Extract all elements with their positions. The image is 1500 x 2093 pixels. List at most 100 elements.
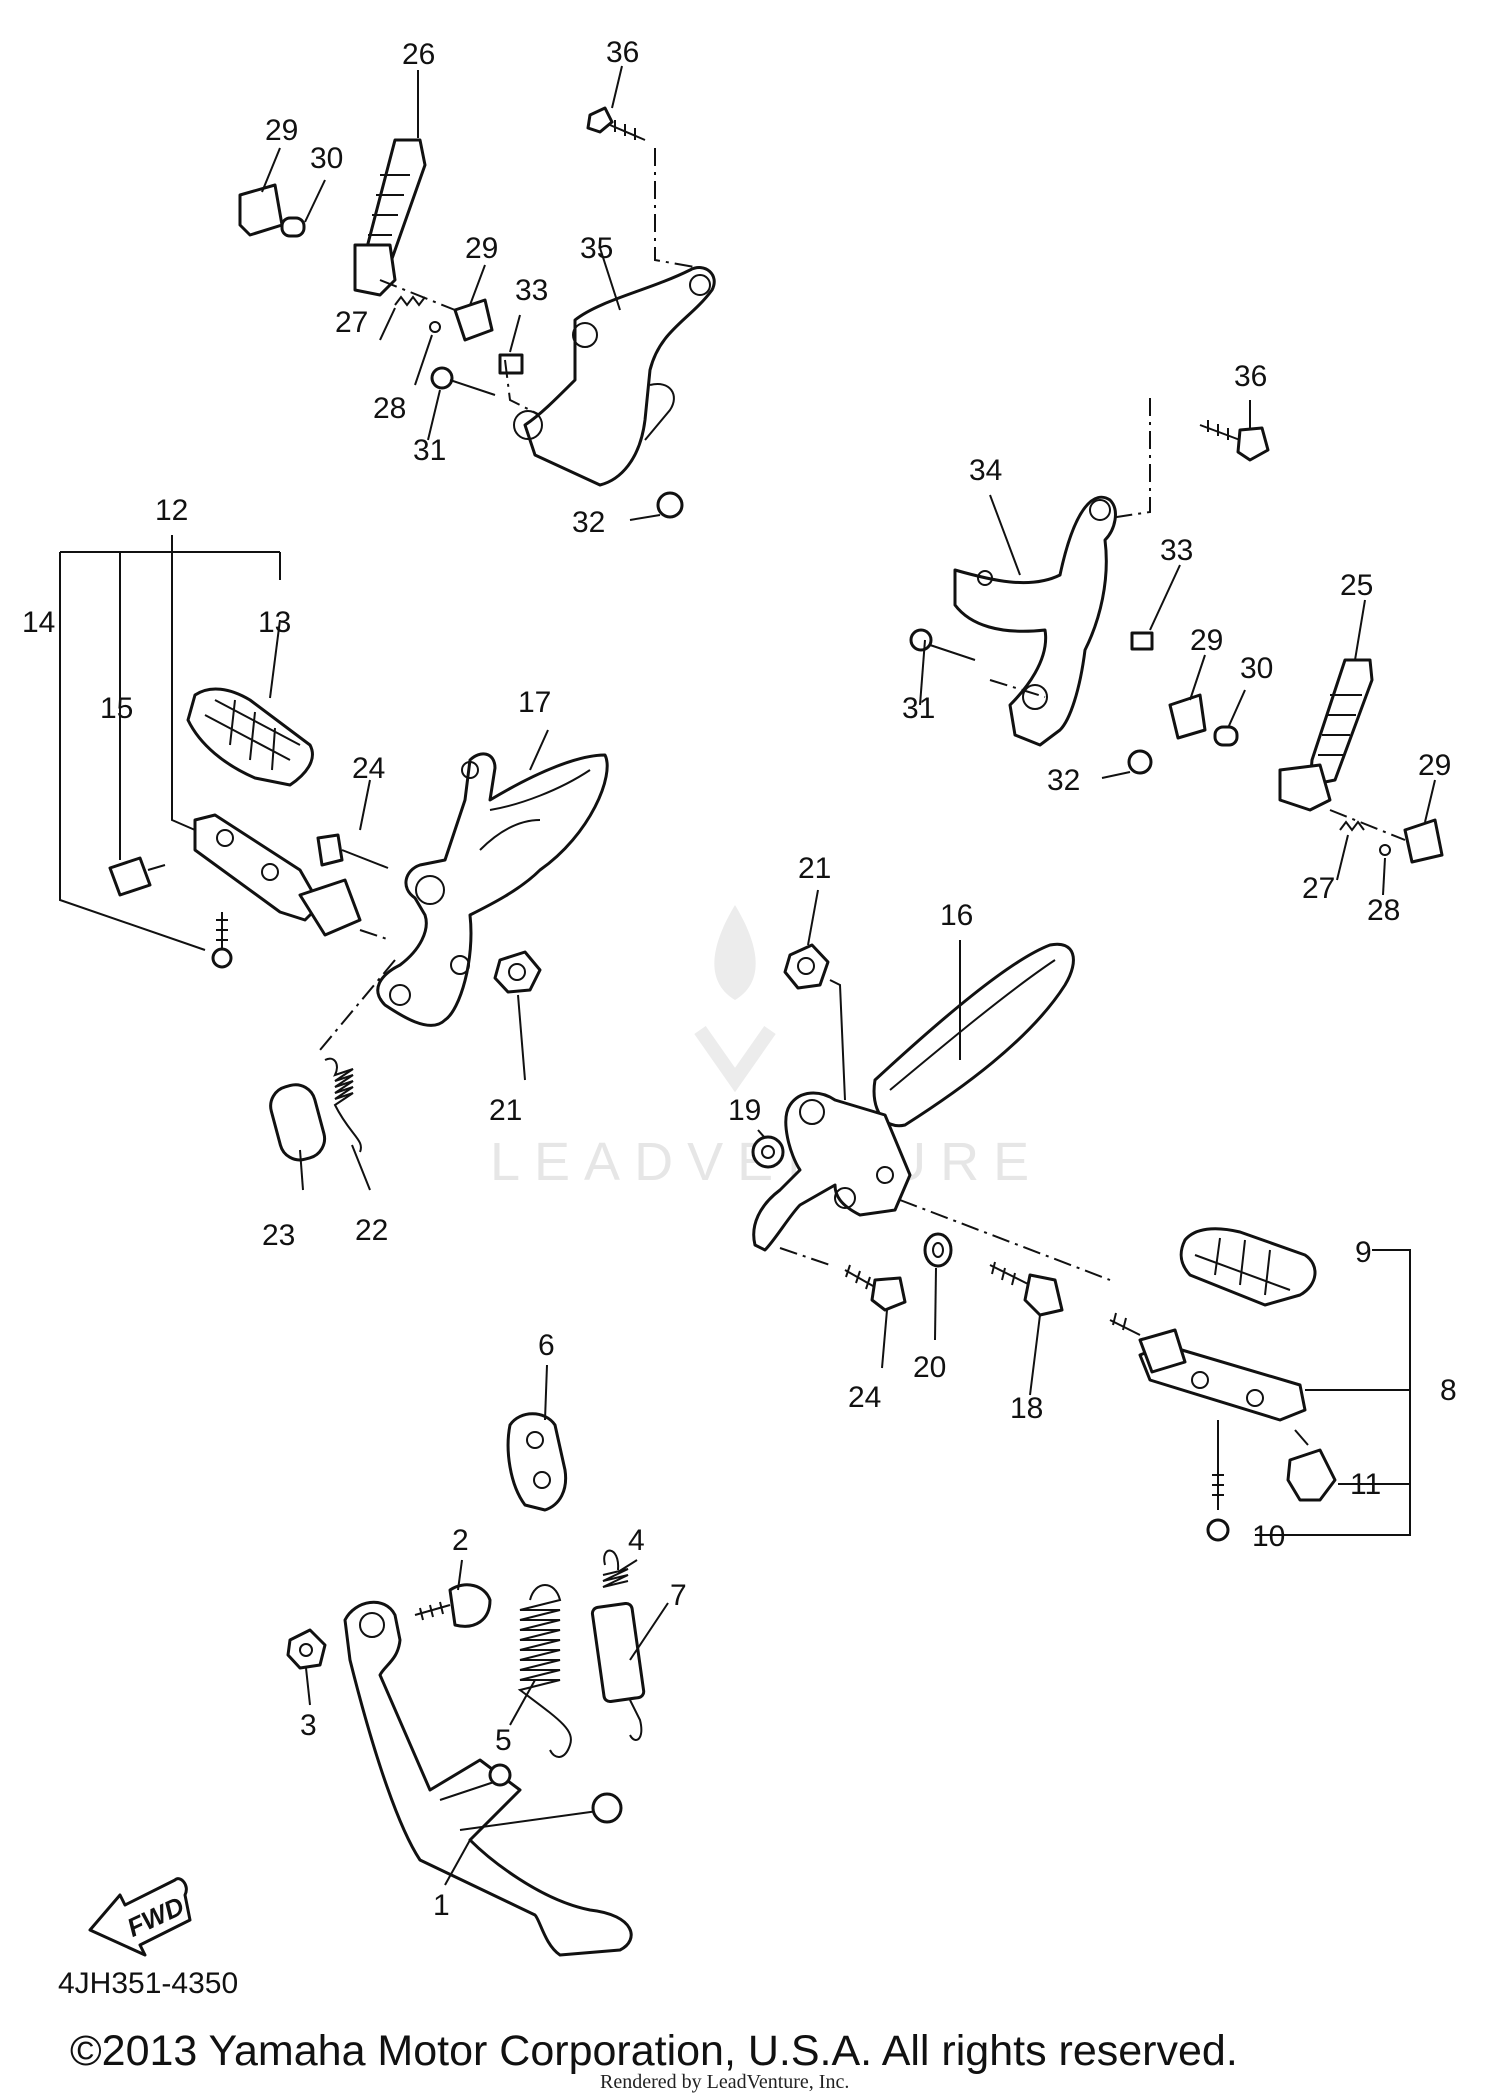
callout-31: 31 bbox=[413, 434, 446, 467]
collar-33a bbox=[498, 353, 524, 375]
callout-29: 29 bbox=[1190, 624, 1223, 657]
rubber-13 bbox=[186, 687, 314, 787]
callout-13: 13 bbox=[258, 606, 291, 639]
callout-27: 27 bbox=[1302, 872, 1335, 905]
callout-12: 12 bbox=[155, 494, 188, 527]
callout-14: 14 bbox=[22, 606, 55, 639]
footrest-25 bbox=[1278, 658, 1374, 812]
spring-27b bbox=[1339, 820, 1365, 832]
callout-28: 28 bbox=[373, 392, 406, 425]
rendered-by-text: Rendered by LeadVenture, Inc. bbox=[600, 2071, 849, 2093]
nut-32b bbox=[1127, 749, 1153, 775]
callout-16: 16 bbox=[940, 899, 973, 932]
callout-25: 25 bbox=[1340, 569, 1373, 602]
callout-32: 32 bbox=[1047, 764, 1080, 797]
sidestand-1 bbox=[343, 1600, 633, 1957]
bolt-31a bbox=[430, 366, 496, 396]
sidestand-group bbox=[286, 1412, 646, 1957]
rear-footrest-right-group bbox=[909, 398, 1444, 864]
pin-30a bbox=[280, 216, 306, 238]
callout-2: 2 bbox=[452, 1524, 469, 1557]
callout-7: 7 bbox=[670, 1579, 687, 1612]
nut-21b bbox=[783, 943, 830, 990]
spring-22 bbox=[324, 1057, 362, 1153]
nut-3 bbox=[286, 1628, 327, 1670]
nut-21a bbox=[493, 950, 542, 994]
bolt-36b bbox=[1199, 420, 1270, 462]
callout-15: 15 bbox=[100, 692, 133, 725]
callout-35: 35 bbox=[580, 232, 613, 265]
bracket-6 bbox=[506, 1412, 568, 1512]
callout-9: 9 bbox=[1355, 1236, 1372, 1269]
bolt-2 bbox=[414, 1583, 492, 1628]
callout-8: 8 bbox=[1440, 1374, 1457, 1407]
front-footrest-left-group bbox=[108, 687, 609, 1162]
footrest-8 bbox=[1109, 1312, 1307, 1422]
callout-36: 36 bbox=[606, 36, 639, 69]
bracket-17 bbox=[376, 752, 609, 1027]
collar-33b bbox=[1130, 631, 1154, 651]
callout-23: 23 bbox=[262, 1219, 295, 1252]
ball-28a bbox=[429, 321, 441, 333]
callout-21: 21 bbox=[489, 1094, 522, 1127]
plate-16 bbox=[872, 942, 1075, 1128]
callout-22: 22 bbox=[355, 1214, 388, 1247]
washer-20 bbox=[923, 1232, 953, 1268]
diagram-code: 4JH351-4350 bbox=[58, 1967, 238, 2000]
callout-24: 24 bbox=[848, 1381, 881, 1414]
callout-10: 10 bbox=[1252, 1520, 1285, 1553]
callout-29: 29 bbox=[265, 114, 298, 147]
callout-20: 20 bbox=[913, 1351, 946, 1384]
pin-18 bbox=[989, 1261, 1064, 1317]
callout-4: 4 bbox=[628, 1524, 645, 1557]
bracket-29b bbox=[453, 298, 494, 342]
callout-29: 29 bbox=[1418, 749, 1451, 782]
bracket-29d bbox=[1403, 818, 1444, 864]
callout-3: 3 bbox=[300, 1709, 317, 1742]
callout-27: 27 bbox=[335, 306, 368, 339]
ball-28b bbox=[1379, 844, 1391, 856]
spring-27a bbox=[394, 295, 426, 307]
damper-15 bbox=[108, 856, 166, 897]
collar-23 bbox=[269, 1083, 327, 1162]
damper-11 bbox=[1286, 1429, 1337, 1502]
bracket-35 bbox=[523, 266, 716, 487]
callout-36: 36 bbox=[1234, 360, 1267, 393]
callouts: 26 36 29 30 29 35 33 27 28 31 32 36 34 3… bbox=[22, 36, 1457, 1922]
bracket-right bbox=[752, 1091, 912, 1252]
callout-30: 30 bbox=[1240, 652, 1273, 685]
callout-33: 33 bbox=[515, 274, 548, 307]
bolt-24a bbox=[316, 833, 389, 869]
callout-1: 1 bbox=[433, 1889, 450, 1922]
callout-17: 17 bbox=[518, 686, 551, 719]
callout-26: 26 bbox=[402, 38, 435, 71]
callout-31: 31 bbox=[902, 692, 935, 725]
pin-30b bbox=[1213, 725, 1239, 747]
footrest-12 bbox=[193, 813, 362, 937]
footrest-26 bbox=[353, 138, 427, 297]
bolt-14 bbox=[211, 912, 233, 969]
bolt-10 bbox=[1206, 1420, 1230, 1542]
bolt-31b bbox=[909, 628, 976, 661]
spring-7 bbox=[590, 1549, 646, 1741]
leader-lines bbox=[59, 65, 1436, 1886]
fwd-arrow-icon: FWD bbox=[88, 1877, 192, 1957]
callout-34: 34 bbox=[969, 454, 1002, 487]
callout-29: 29 bbox=[465, 232, 498, 265]
callout-32: 32 bbox=[572, 506, 605, 539]
front-footrest-right-group bbox=[751, 942, 1337, 1542]
copyright-text: ©2013 Yamaha Motor Corporation, U.S.A. A… bbox=[70, 2027, 1238, 2075]
rear-footrest-left-group bbox=[238, 106, 716, 519]
rubber-9 bbox=[1179, 1227, 1317, 1307]
callout-28: 28 bbox=[1367, 894, 1400, 927]
callout-11: 11 bbox=[1350, 1468, 1381, 1501]
callout-24: 24 bbox=[352, 752, 385, 785]
spring-5 bbox=[517, 1584, 572, 1758]
bracket-29c bbox=[1168, 693, 1207, 740]
bolt-24b bbox=[844, 1264, 907, 1312]
washer-19 bbox=[751, 1135, 785, 1169]
callout-19: 19 bbox=[728, 1094, 761, 1127]
callout-33: 33 bbox=[1160, 534, 1193, 567]
callout-30: 30 bbox=[310, 142, 343, 175]
